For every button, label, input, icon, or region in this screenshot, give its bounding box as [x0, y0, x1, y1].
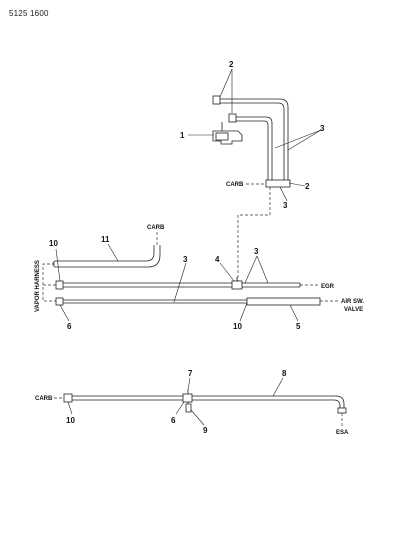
leader-4: [219, 262, 235, 282]
callout-6-bottom: 6: [171, 416, 176, 425]
hose-inner-top-inner-wall: [235, 120, 269, 183]
callout-4: 4: [215, 255, 220, 264]
callout-10-bottom: 10: [66, 416, 75, 425]
callout-3-right: 3: [283, 201, 288, 210]
callout-5: 5: [296, 322, 301, 331]
hose-11-bottom-wall: [55, 245, 161, 268]
hose-8-end-cap: [337, 407, 347, 414]
label-esa: ESA: [336, 430, 349, 436]
leader-3-right: [279, 186, 288, 202]
leader-3-a: [274, 129, 322, 149]
hose-inner-top: [235, 116, 273, 183]
label-carb-top: CARB: [226, 182, 244, 188]
hose-outer-top: [218, 98, 289, 183]
routing-dashed-vertical: [237, 187, 271, 281]
callout-2-right: 2: [305, 182, 310, 191]
callout-3-mid: 3: [183, 255, 188, 264]
leader-10-left: [55, 248, 61, 282]
callout-6-left: 6: [67, 322, 72, 331]
hose-outer-top-inner-wall: [218, 102, 285, 183]
label-vapor-harness: VAPOR HARNESS: [35, 260, 41, 312]
label-air-sw-valve-line1: AIR SW.: [341, 299, 364, 305]
leader-3-mid-right-b: [256, 255, 269, 284]
leader-5: [289, 304, 299, 322]
hose-11-top-wall: [55, 245, 155, 262]
vapor-harness-dashed: [42, 263, 56, 302]
leader-8: [272, 377, 284, 397]
label-carb-bottom: CARB: [35, 396, 53, 402]
hose-8-top-wall: [192, 395, 345, 410]
callout-1: 1: [180, 131, 185, 140]
middle-assembly: 10 11 3 4 3 6 10 5 CARB EGR AIR SW. VALV…: [35, 225, 364, 331]
connector-6-left: [55, 297, 64, 306]
leader-3-mid: [173, 262, 187, 303]
leader-6-bottom: [175, 401, 185, 415]
solenoid-body: [215, 132, 229, 141]
leader-2-a: [219, 68, 233, 98]
connector-10-bottom: [63, 393, 73, 403]
hose-clamp: [265, 179, 291, 188]
leader-10-mid: [239, 302, 248, 322]
callout-8: 8: [282, 369, 287, 378]
hose-5-segment: [246, 297, 321, 306]
tee-connector: [231, 280, 243, 290]
callout-2-top: 2: [229, 60, 234, 69]
label-egr: EGR: [321, 284, 335, 290]
callout-3-mid-right: 3: [254, 247, 259, 256]
leader-3-b: [287, 129, 322, 151]
bottom-assembly: 7 8 10 6 9 CARB ESA: [35, 369, 349, 436]
leader-9: [190, 409, 205, 426]
cap-9: [185, 403, 192, 413]
hose-8-bottom-wall: [192, 399, 341, 410]
hose-fitting: [228, 113, 237, 123]
callout-10-left: 10: [49, 239, 58, 248]
callout-9: 9: [203, 426, 208, 435]
label-carb-mid: CARB: [147, 225, 165, 231]
figure-code: 5125 1600: [9, 9, 49, 18]
callout-10-mid: 10: [233, 322, 242, 331]
callout-11: 11: [101, 235, 110, 244]
callout-3-top: 3: [320, 124, 325, 133]
label-air-sw-valve-line2: VALVE: [344, 307, 363, 313]
leader-10-bottom: [67, 401, 73, 415]
leader-7: [187, 377, 191, 391]
leader-3-mid-right-a: [244, 255, 258, 284]
fitting-7: [182, 393, 193, 403]
callout-7: 7: [188, 369, 193, 378]
top-assembly: 2 1 3 2 3 CARB: [180, 60, 325, 210]
elbow-connector: [212, 95, 221, 105]
connector-10-left: [55, 280, 64, 290]
leader-6-left: [59, 304, 70, 322]
leader-11: [107, 243, 119, 262]
leader-2-right: [288, 182, 306, 187]
